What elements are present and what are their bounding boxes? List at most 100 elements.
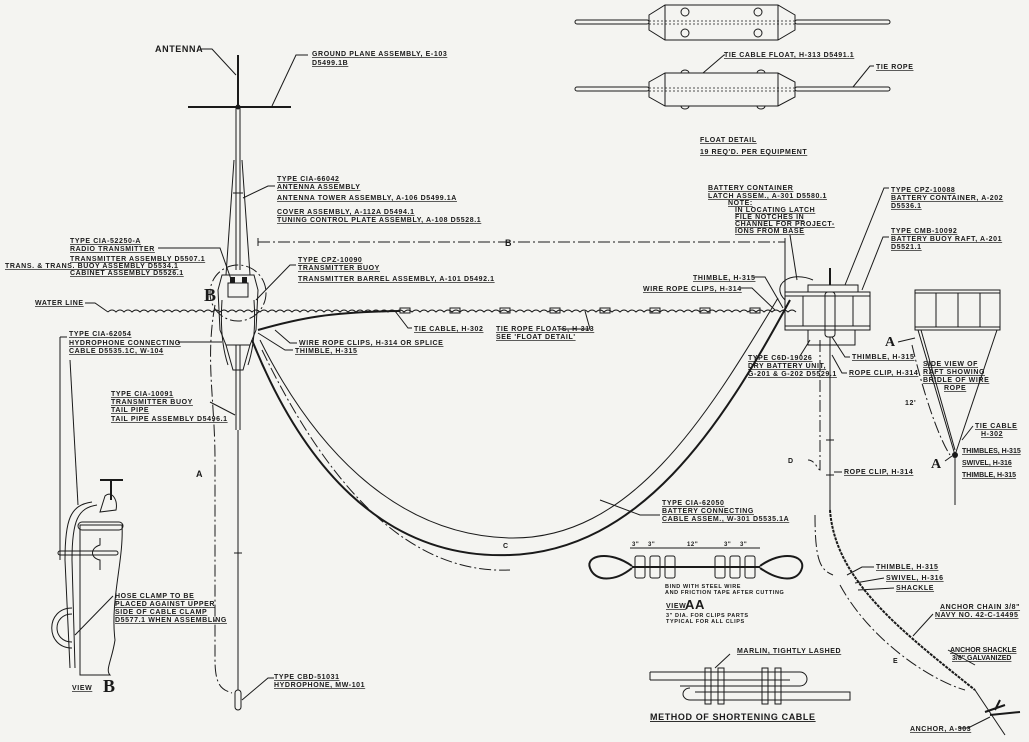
- bind-note-2: AND FRICTION TAPE AFTER CUTTING: [665, 590, 784, 596]
- radio-transmitter-name: RADIO TRANSMITTER: [70, 246, 155, 253]
- side-view-label-1: SIDE VIEW OF: [923, 361, 978, 368]
- anchor-shackle-label-1: ANCHOR SHACKLE: [950, 647, 1017, 654]
- float-detail: TIE CABLE FLOAT, H-313 D5491.1 TIE ROPE …: [574, 4, 913, 156]
- tie-rope-label: TIE ROPE: [876, 64, 913, 71]
- shortening-title: METHOD OF SHORTENING CABLE: [650, 712, 816, 722]
- wire-rope-clip: [744, 555, 756, 579]
- dry-battery-name: DRY BATTERY UNIT,: [748, 363, 826, 370]
- side-view-label-3: BRIDLE OF WIRE: [923, 377, 989, 384]
- thimble-top-label: THIMBLE, H-315: [693, 275, 755, 282]
- tie-rope-float: [549, 307, 561, 314]
- tie-rope-floats: [399, 307, 761, 314]
- transmitter-barrel-label: TRANSMITTER BARREL ASSEMBLY, A-101 D5492…: [298, 276, 495, 283]
- tail-pipe-assembly: TAIL PIPE ASSEMBLY D5496.1: [111, 416, 228, 423]
- tie-rope-float: [399, 307, 411, 314]
- aa-dim-1: 3": [632, 542, 639, 548]
- antenna-assembly-type: TYPE CIA-66042: [277, 176, 339, 183]
- tie-cable-float-label: TIE CABLE FLOAT, H-313 D5491.1: [724, 52, 854, 59]
- marlin-label: MARLIN, TIGHTLY LASHED: [737, 648, 841, 655]
- tail-pipe-name: TAIL PIPE: [111, 407, 149, 414]
- thimble-raft-label: THIMBLE, H-315: [852, 354, 914, 361]
- hydrophone-cable-type: TYPE CIA-62054: [69, 331, 131, 338]
- antenna-tower-label: ANTENNA TOWER ASSEMBLY, A-106 D5499.1A: [277, 195, 457, 202]
- aa-dim-2: 3": [648, 542, 655, 548]
- float-side-view: [574, 54, 891, 110]
- float-detail-title: FLOAT DETAIL: [700, 137, 757, 144]
- anchor-shackle-label-2: 3/8" GALVANIZED: [952, 655, 1011, 662]
- shortening-cable-illustration: [649, 667, 851, 705]
- transmitter-assembly-label: TRANSMITTER ASSEMBLY D5507.1: [70, 256, 205, 263]
- side-view-label-2: RAFT SHOWING: [923, 369, 985, 376]
- tie-rope-float: [649, 307, 661, 314]
- antenna-label: ANTENNA: [155, 44, 203, 54]
- hydrophone-name: HYDROPHONE, MW-101: [274, 682, 365, 689]
- raft-tie-cable-label-2: H-302: [981, 431, 1003, 438]
- view-aa-clips: [588, 547, 804, 580]
- tie-rope-float: [499, 307, 511, 314]
- section-a-marker-top: A: [885, 335, 896, 350]
- anchor-chain-label-1: ANCHOR CHAIN 3/8": [940, 604, 1020, 611]
- dimension-a: A: [196, 469, 203, 479]
- hydrophone-cable-id: CABLE D5535.1C, W-104: [69, 348, 164, 355]
- aa-note-1: 3" DIA. FOR CLIPS PARTS: [666, 613, 749, 619]
- battery-cable-name: BATTERY CONNECTING: [662, 508, 754, 515]
- float-detail-subtitle: 19 REQ'D. PER EQUIPMENT: [700, 149, 807, 156]
- transmitter-buoy: B: [188, 55, 291, 711]
- battery-raft-type: TYPE CMB-10092: [891, 228, 957, 235]
- marlin-lashing: [704, 667, 712, 705]
- battery-connecting-cable: C: [251, 297, 791, 571]
- battery-container-type: TYPE CPZ-10088: [891, 187, 955, 194]
- shackle-label: SHACKLE: [896, 585, 934, 592]
- hose-clamp-note-2: PLACED AGAINST UPPER: [115, 601, 215, 608]
- rope-clip-1-label: ROPE CLIP, H-314: [849, 370, 918, 377]
- anchor-chain-label-2: NAVY NO. 42-C-14495: [935, 612, 1019, 619]
- wire-rope-clips-label: WIRE ROPE CLIPS, H-314: [643, 286, 742, 293]
- thimble-left-label: THIMBLE, H-315: [295, 348, 357, 355]
- view-b-title: B: [103, 676, 116, 696]
- battery-latch-note: NOTE:: [728, 200, 753, 207]
- aa-note-2: TYPICAL FOR ALL CLIPS: [666, 619, 745, 625]
- tie-rope-float: [699, 307, 711, 314]
- battery-cable-type: TYPE CIA-62050: [662, 500, 724, 507]
- battery-raft-name: BATTERY BUOY RAFT, A-201: [891, 236, 1002, 243]
- transmitter-buoy-name: TRANSMITTER BUOY: [298, 265, 380, 272]
- trans-buoy-assembly-label: TRANS. & TRANS. BUOY ASSEMBLY D5534.1: [5, 263, 179, 270]
- dry-battery-type: TYPE C6D-19026: [748, 355, 812, 362]
- tie-rope-float: [749, 307, 761, 314]
- anchor-chain: [814, 509, 1021, 736]
- rope-clip-2-label: ROPE CLIP, H-314: [844, 469, 913, 476]
- dimension-c: C: [503, 543, 509, 550]
- tie-cable-label: TIE CABLE, H-302: [414, 326, 484, 333]
- battery-latch-2: LATCH ASSEM., A-301 D5580.1: [708, 193, 827, 200]
- wire-rope-clip: [634, 555, 646, 579]
- view-b-detail: [51, 479, 124, 676]
- hydrophone-cable-name: HYDROPHONE CONNECTING: [69, 340, 181, 347]
- side-view-label-4: ROPE: [944, 385, 966, 392]
- hose-clamp-note-4: D5577.1 WHEN ASSEMBLING: [115, 617, 227, 624]
- tail-pipe-type: TYPE CIA-10091: [111, 391, 173, 398]
- hydrophone: [234, 689, 242, 711]
- marlin-lashing: [717, 667, 725, 705]
- tie-rope-floats-label-1: TIE ROPE FLOATS, H-313: [496, 326, 594, 333]
- bind-note-1: BIND WITH STEEL WIRE: [665, 584, 741, 590]
- battery-latch-6: IONS FROM BASE: [735, 228, 804, 235]
- dimension-d: D: [788, 458, 794, 465]
- raft-tie-cable-label-1: TIE CABLE: [975, 423, 1017, 430]
- radio-transmitter-type: TYPE CIA-52250-A: [70, 238, 141, 245]
- view-aa-title: AA: [685, 597, 705, 612]
- wire-rope-clip: [664, 555, 676, 579]
- ground-plane-label-1: GROUND PLANE ASSEMBLY, E-103: [312, 51, 447, 58]
- battery-buoy-raft: [779, 268, 871, 510]
- ground-plane-label-2: D5499.1B: [312, 60, 348, 67]
- battery-raft-id: D5521.1: [891, 244, 922, 251]
- transmitter-buoy-type: TYPE CPZ-10090: [298, 257, 362, 264]
- anchor-label: ANCHOR, A-303: [910, 726, 971, 733]
- marlin-lashing: [761, 667, 769, 705]
- cabinet-assembly-label: CABINET ASSEMBLY D5526.1: [70, 270, 184, 277]
- battery-container-name: BATTERY CONTAINER, A-202: [891, 195, 1003, 202]
- tie-cable: [257, 310, 401, 331]
- battery-latch-1: BATTERY CONTAINER: [708, 185, 793, 192]
- battery-container-id: D5536.1: [891, 203, 922, 210]
- tail-pipe-buoy: TRANSMITTER BUOY: [111, 399, 193, 406]
